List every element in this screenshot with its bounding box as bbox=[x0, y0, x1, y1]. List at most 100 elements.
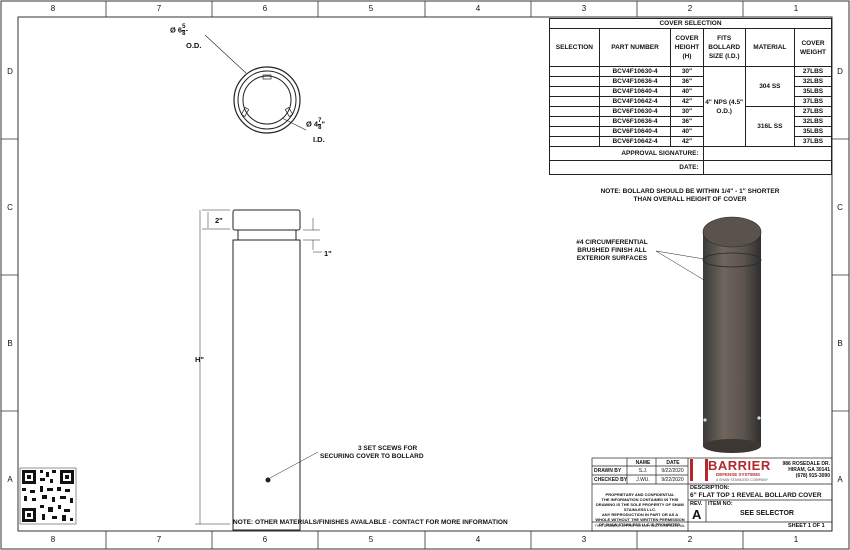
date-field[interactable] bbox=[702, 160, 833, 175]
zone-col-6-bottom: 6 bbox=[262, 535, 268, 544]
company-logo-mark bbox=[690, 459, 708, 481]
weight-cell: 35LBS bbox=[794, 126, 832, 137]
height-cell: 40" bbox=[670, 126, 704, 137]
item-value: SEE SELECTOR bbox=[740, 510, 794, 517]
fits-cell: 4" NPS (4.5" O.D.) bbox=[702, 66, 746, 147]
zone-col-3: 3 bbox=[581, 4, 587, 13]
qr-code bbox=[19, 467, 77, 525]
zone-col-5: 5 bbox=[368, 4, 374, 13]
date-label: DATE: bbox=[549, 160, 704, 175]
cover-selection-table: COVER SELECTION SELECTION PART NUMBER CO… bbox=[549, 18, 833, 175]
weight-cell: 32LBS bbox=[794, 76, 832, 87]
zone-row-d: D bbox=[7, 67, 13, 76]
table-row: BCV6F10630-4 30" 316L SS 27LBS bbox=[549, 106, 832, 147]
table-title: COVER SELECTION bbox=[549, 18, 832, 29]
zone-col-6: 6 bbox=[262, 4, 268, 13]
col-selection: SELECTION bbox=[549, 28, 600, 67]
weight-cell: 27LBS bbox=[794, 106, 832, 117]
dim-reveal: 1" bbox=[324, 249, 332, 258]
zone-row-c: C bbox=[7, 203, 13, 212]
weight-cell: 32LBS bbox=[794, 116, 832, 127]
col-material: MATERIAL bbox=[744, 28, 796, 67]
zone-col-8: 8 bbox=[50, 4, 56, 13]
part-cell: BCV6F10642-4 bbox=[598, 136, 672, 147]
dim-overall-height: H" bbox=[195, 355, 204, 364]
zone-row-b-right: B bbox=[837, 339, 843, 348]
selection-cell[interactable] bbox=[549, 76, 600, 87]
materials-note: NOTE: OTHER MATERIALS/FINISHES AVAILABLE… bbox=[233, 519, 508, 526]
height-cell: 42" bbox=[670, 136, 704, 147]
selection-cell[interactable] bbox=[549, 126, 600, 137]
top-view bbox=[204, 34, 307, 134]
company-name: BARRIER bbox=[708, 458, 771, 473]
side-view bbox=[195, 209, 322, 531]
copyright-line: THIS DRAWING IS PROPRIETARY AND CONFIDEN… bbox=[594, 524, 686, 528]
name-header: NAME bbox=[635, 460, 651, 466]
col-fits-bollard: FITS BOLLARD SIZE (I.D.) bbox=[702, 28, 746, 67]
table-row: BCV4F10642-4 42" 37LBS bbox=[549, 96, 832, 107]
col-cover-height: COVER HEIGHT (H) bbox=[670, 28, 704, 67]
zone-col-5-bottom: 5 bbox=[368, 535, 374, 544]
height-cell: 42" bbox=[670, 96, 704, 107]
weight-cell: 37LBS bbox=[794, 96, 832, 107]
od-label: O.D. bbox=[186, 41, 202, 50]
company-address: 986 ROSEDALE DR. HIRAM, GA 30141 (678) 9… bbox=[782, 461, 830, 479]
height-cell: 36" bbox=[670, 116, 704, 127]
col-part-number: PART NUMBER bbox=[598, 28, 672, 67]
part-cell: BCV4F10640-4 bbox=[598, 86, 672, 97]
selection-cell[interactable] bbox=[549, 116, 600, 127]
weight-cell: 35LBS bbox=[794, 86, 832, 97]
rev-value: A bbox=[692, 507, 702, 522]
part-cell: BCV4F10636-4 bbox=[598, 76, 672, 87]
zone-row-c-right: C bbox=[837, 203, 843, 212]
part-cell: BCV6F10640-4 bbox=[598, 126, 672, 137]
material-cell-316l: 316L SS bbox=[744, 106, 796, 147]
set-screws-note: 3 SET SCEWS FOR SECURING COVER TO BOLLAR… bbox=[320, 445, 424, 460]
zone-col-4-bottom: 4 bbox=[475, 535, 481, 544]
title-block-grid bbox=[591, 457, 833, 532]
height-cell: 30" bbox=[670, 66, 704, 77]
date-header: DATE bbox=[666, 460, 680, 466]
part-cell: BCV4F10630-4 bbox=[598, 66, 672, 77]
cover-render bbox=[655, 216, 762, 453]
company-tag: A SHAW STAINLESS COMPANY bbox=[716, 478, 768, 482]
selection-cell[interactable] bbox=[549, 86, 600, 97]
col-cover-weight: COVER WEIGHT bbox=[794, 28, 832, 67]
selection-cell[interactable] bbox=[549, 66, 600, 77]
item-label: ITEM NO: bbox=[708, 501, 733, 507]
zone-row-a-right: A bbox=[837, 475, 843, 484]
rev-label: REV. bbox=[690, 501, 703, 507]
approval-signature-field[interactable] bbox=[702, 146, 833, 161]
description-label: DESCRIPTION: bbox=[690, 485, 730, 491]
height-cell: 40" bbox=[670, 86, 704, 97]
table-row: BCV6F10636-4 36" 32LBS bbox=[549, 116, 832, 127]
weight-cell: 37LBS bbox=[794, 136, 832, 147]
part-cell: BCV4F10642-4 bbox=[598, 96, 672, 107]
drawn-by-date: 9/22/2020 bbox=[661, 468, 684, 474]
finish-note: #4 CIRCUMFERENTIAL BRUSHED FINISH ALL EX… bbox=[576, 239, 648, 262]
id-label: I.D. bbox=[313, 135, 325, 144]
proprietary-notice: PROPRIETARY AND CONFIDENTIAL THE INFORMA… bbox=[595, 492, 685, 527]
zone-col-8-bottom: 8 bbox=[50, 535, 56, 544]
description-value: 6" FLAT TOP 1 REVEAL BOLLARD COVER bbox=[690, 492, 822, 499]
checked-by-date: 9/22/2020 bbox=[661, 477, 684, 483]
zone-col-7: 7 bbox=[156, 4, 162, 13]
selection-cell[interactable] bbox=[549, 96, 600, 107]
checked-by-label: CHECKED BY bbox=[594, 477, 628, 483]
company-sub: DEFENSE SYSTEMS bbox=[716, 472, 761, 477]
zone-col-2-bottom: 2 bbox=[687, 535, 693, 544]
zone-col-1: 1 bbox=[793, 4, 799, 13]
height-cell: 36" bbox=[670, 76, 704, 87]
selection-cell[interactable] bbox=[549, 136, 600, 147]
approval-label: APPROVAL SIGNATURE: bbox=[549, 146, 704, 161]
bollard-note: NOTE: BOLLARD SHOULD BE WITHIN 1/4" - 1"… bbox=[600, 188, 780, 203]
weight-cell: 27LBS bbox=[794, 66, 832, 77]
selection-cell[interactable] bbox=[549, 106, 600, 117]
part-cell: BCV6F10636-4 bbox=[598, 116, 672, 127]
drawn-by-label: DRAWN BY bbox=[594, 468, 622, 474]
dim-top-height: 2" bbox=[215, 216, 223, 225]
zone-row-d-right: D bbox=[837, 67, 843, 76]
